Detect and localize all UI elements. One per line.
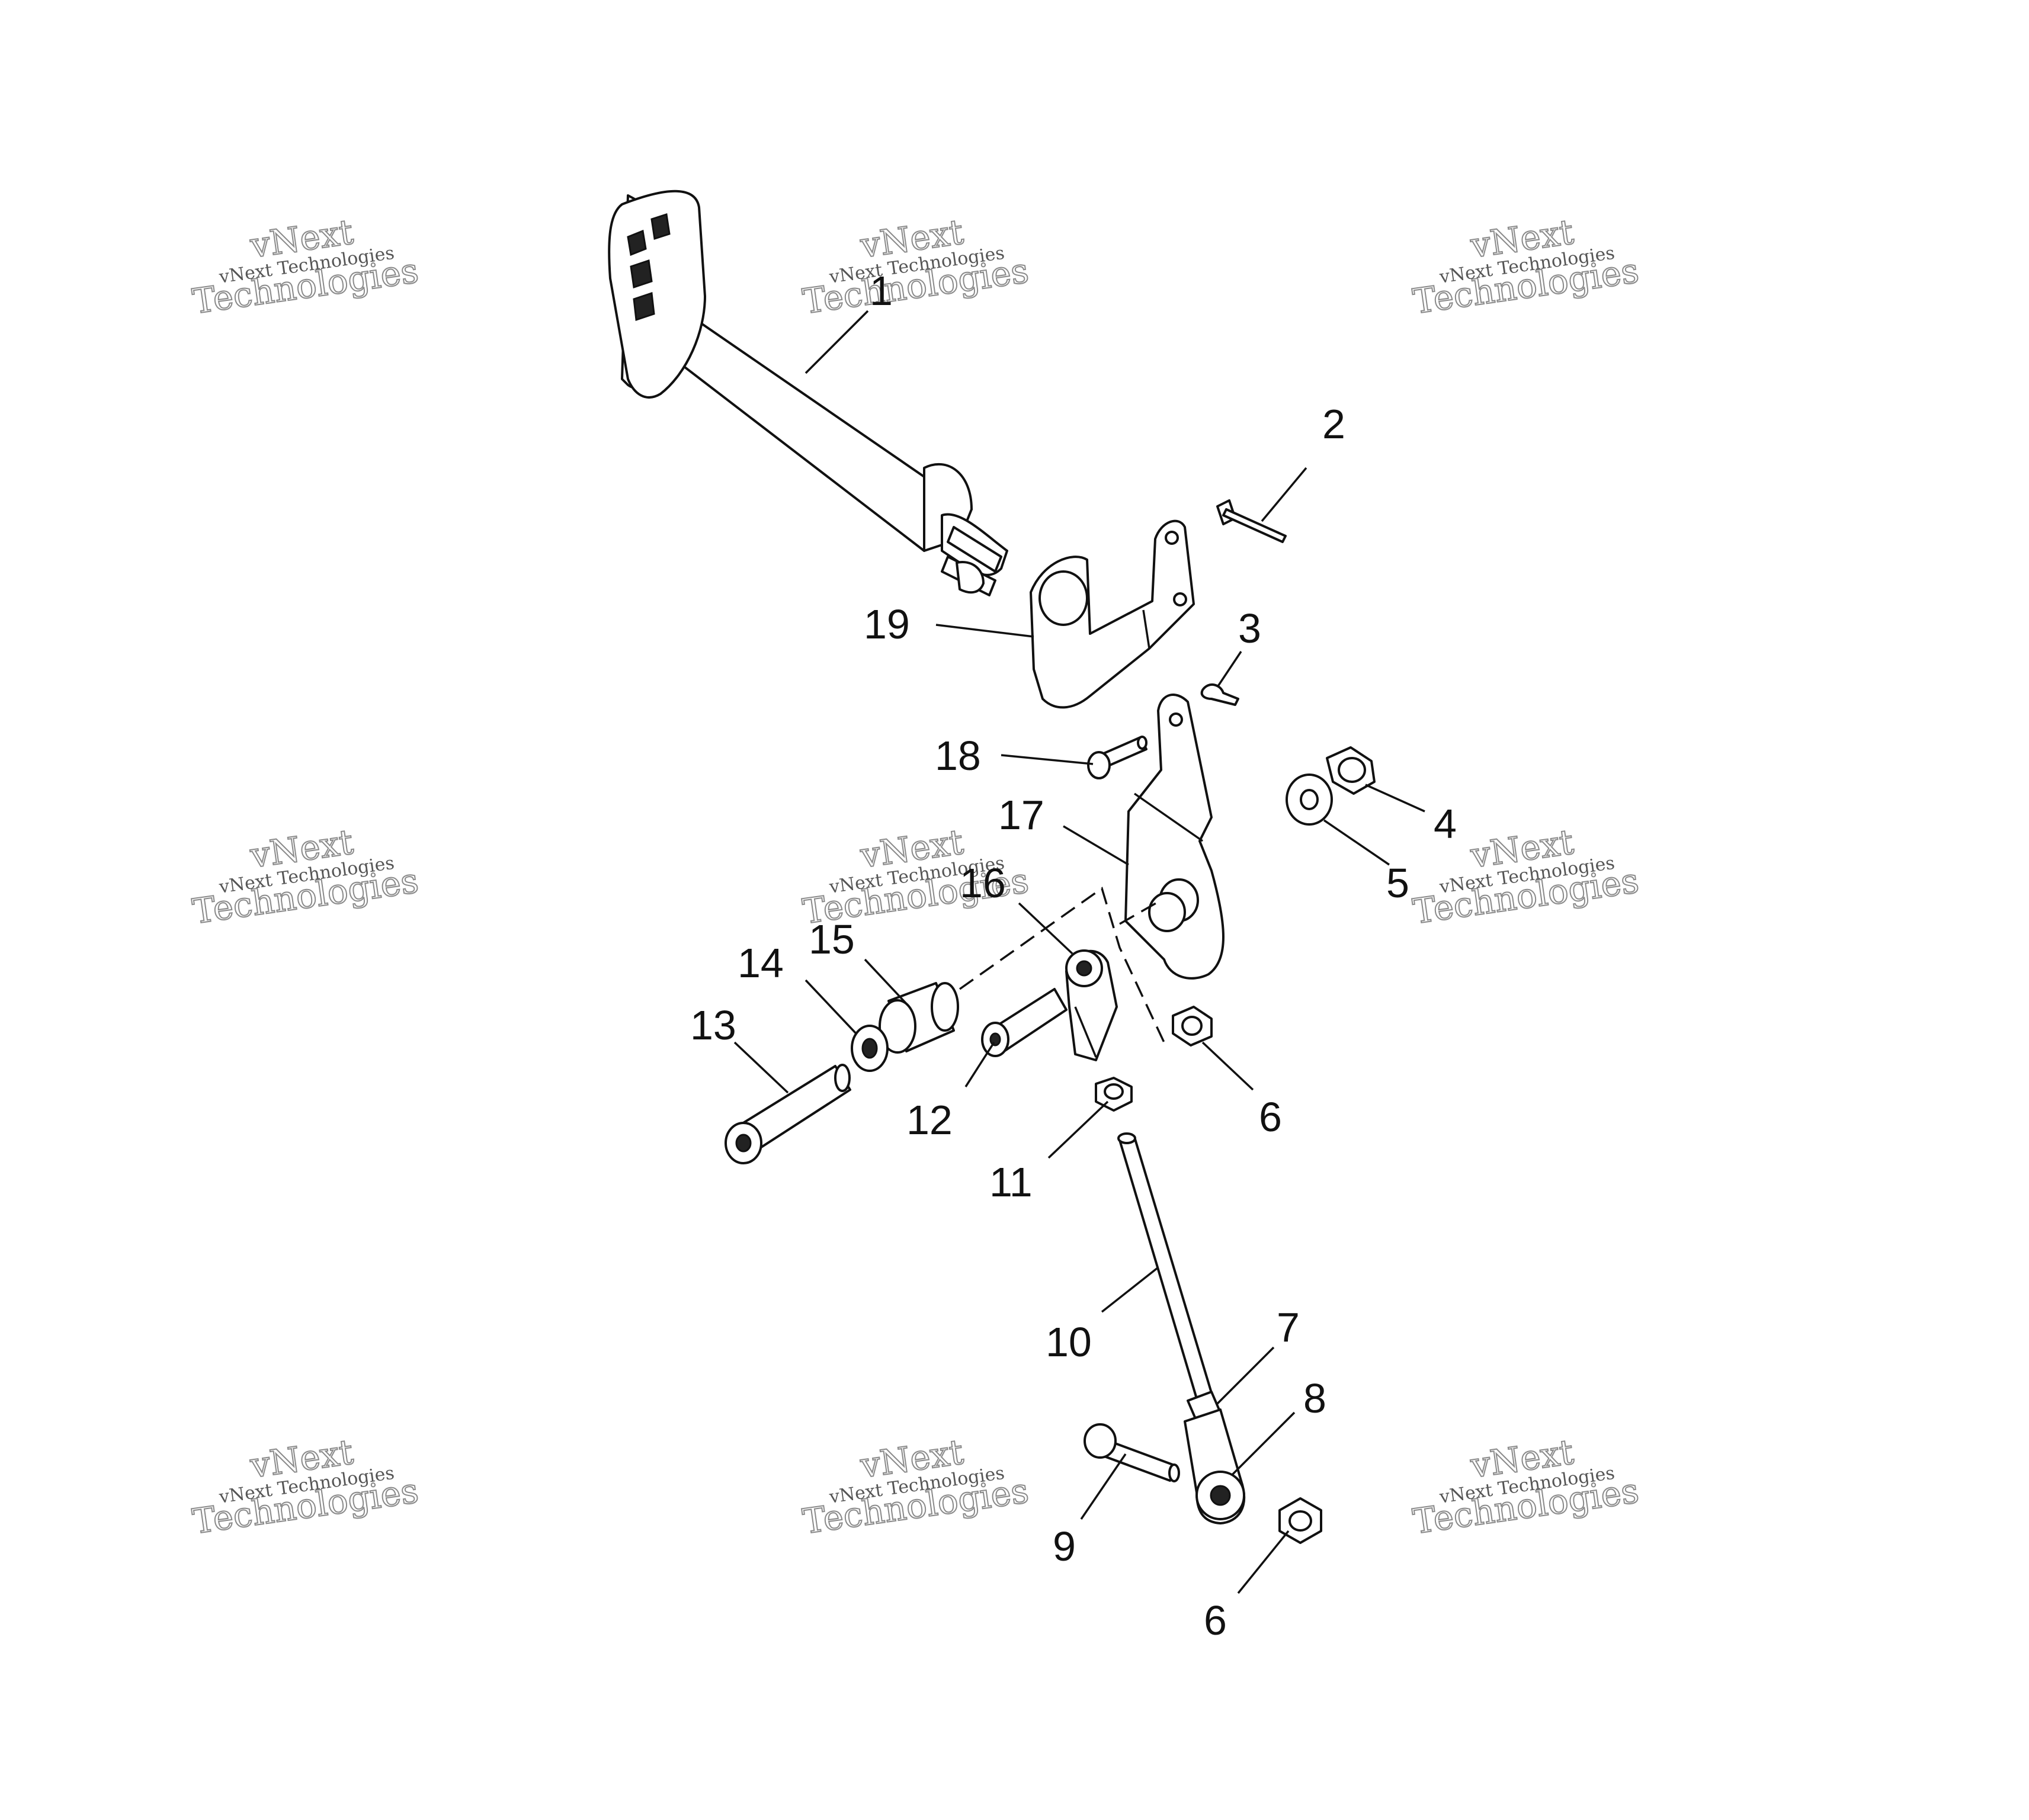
hex-nut bbox=[1095, 1077, 1133, 1112]
spacer-washer bbox=[851, 1025, 889, 1072]
leader-15 bbox=[864, 958, 911, 1008]
callout-9: 9 bbox=[1053, 1523, 1076, 1569]
brake-pedal bbox=[608, 190, 1008, 596]
leader-4 bbox=[1365, 784, 1425, 813]
bushing bbox=[879, 982, 959, 1054]
leader-7 bbox=[1216, 1346, 1275, 1405]
callout-10: 10 bbox=[1046, 1319, 1092, 1365]
leader-11 bbox=[1047, 1100, 1109, 1159]
watermark-top-left: vNext Technologies vNext Technologies bbox=[190, 211, 422, 322]
leader-lines bbox=[733, 310, 1425, 1594]
callout-11: 11 bbox=[989, 1159, 1033, 1205]
watermark-bottom-center: vNext Technologies vNext Technologies bbox=[800, 1431, 1032, 1542]
watermark-bottom-right: vNext Technologies vNext Technologies bbox=[1410, 1431, 1642, 1542]
cotter-pin bbox=[1200, 683, 1239, 706]
callout-13: 13 bbox=[690, 1002, 736, 1048]
watermark-mid-left: vNext Technologies vNext Technologies bbox=[190, 821, 422, 932]
brake-rod bbox=[1117, 1132, 1219, 1420]
callout-12: 12 bbox=[906, 1097, 953, 1143]
callout-3: 3 bbox=[1238, 605, 1261, 651]
rod-end-bolt bbox=[1084, 1423, 1180, 1482]
callout-6-lower: 6 bbox=[1204, 1597, 1227, 1644]
leader-6a bbox=[1201, 1041, 1254, 1091]
leader-13 bbox=[733, 1041, 789, 1094]
callout-18: 18 bbox=[935, 733, 981, 779]
callout-5: 5 bbox=[1386, 860, 1409, 906]
lower-rod-end bbox=[1184, 1408, 1245, 1524]
callout-17: 17 bbox=[998, 792, 1044, 838]
leader-16 bbox=[1018, 902, 1073, 955]
leader-10 bbox=[1101, 1266, 1159, 1313]
leader-6b bbox=[1237, 1530, 1290, 1594]
callout-19: 19 bbox=[864, 601, 910, 647]
lock-nut bbox=[1326, 746, 1376, 795]
clevis-pin bbox=[1087, 736, 1147, 779]
flat-washer bbox=[1286, 773, 1333, 826]
pivot-bolt bbox=[725, 1064, 851, 1164]
callout-16: 16 bbox=[960, 860, 1006, 906]
hex-nut-lower bbox=[1278, 1497, 1322, 1544]
leader-17 bbox=[1063, 825, 1129, 866]
leader-14 bbox=[804, 979, 857, 1035]
hex-nut-upper bbox=[1172, 1006, 1213, 1047]
shoulder-bolt bbox=[981, 988, 1068, 1057]
leader-19 bbox=[935, 624, 1034, 638]
leader-5 bbox=[1323, 819, 1390, 866]
callout-14: 14 bbox=[738, 940, 784, 986]
leader-12 bbox=[964, 1042, 995, 1087]
rod-end bbox=[1065, 949, 1118, 1061]
callout-7: 7 bbox=[1277, 1304, 1300, 1350]
assembly-guide-line-2 bbox=[1119, 899, 1162, 925]
leader-9 bbox=[1080, 1453, 1127, 1520]
leader-8 bbox=[1231, 1411, 1296, 1476]
watermark-bottom-left: vNext Technologies vNext Technologies bbox=[190, 1431, 422, 1542]
callout-1: 1 bbox=[870, 268, 893, 314]
leader-2 bbox=[1261, 467, 1307, 522]
callout-4: 4 bbox=[1434, 801, 1457, 847]
callout-15: 15 bbox=[809, 916, 855, 962]
callout-2: 2 bbox=[1322, 401, 1345, 447]
mounting-bracket bbox=[1030, 519, 1195, 709]
callout-8: 8 bbox=[1303, 1375, 1326, 1421]
leader-18 bbox=[1001, 754, 1094, 765]
watermark-group: vNext Technologies vNext Technologies vN… bbox=[190, 211, 1642, 1542]
callout-6-upper: 6 bbox=[1259, 1094, 1282, 1140]
callout-labels: 1 2 19 3 18 17 4 5 16 15 14 13 12 6 11 1… bbox=[690, 268, 1457, 1644]
assembly-guide-line bbox=[959, 887, 1165, 1043]
watermark-top-right: vNext Technologies vNext Technologies bbox=[1410, 211, 1642, 322]
watermark-top-center: vNext Technologies vNext Technologies bbox=[800, 211, 1032, 322]
rivet-pin bbox=[1216, 499, 1287, 543]
leader-1 bbox=[804, 310, 869, 374]
leader-3 bbox=[1216, 651, 1242, 688]
